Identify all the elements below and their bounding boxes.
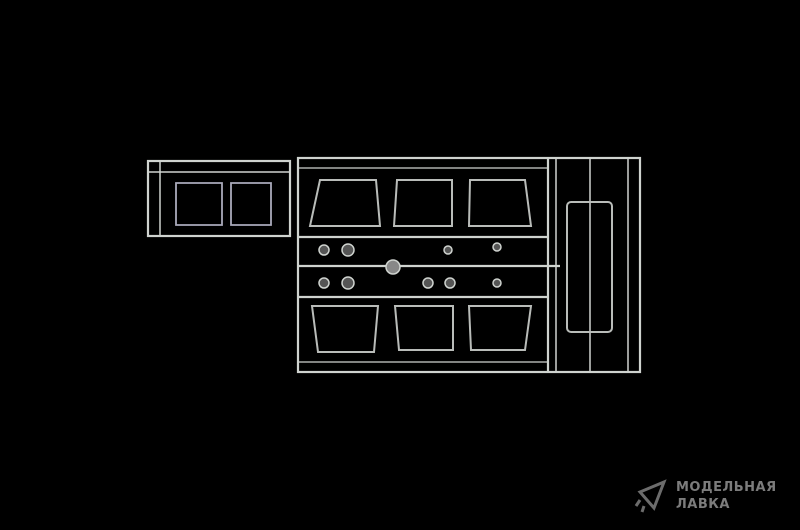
watermark-line1: МОДЕЛЬНАЯ (676, 480, 777, 495)
watermark: МОДЕЛЬНАЯ ЛАВКА (632, 478, 792, 518)
watermark-logo-icon (634, 479, 667, 513)
watermark-line2: ЛАВКА (676, 497, 730, 512)
window-parts-bottom (310, 305, 533, 353)
lens-parts (318, 242, 502, 290)
window-parts-top (308, 179, 533, 227)
main-sprue-frame (296, 156, 642, 374)
small-sprue-frame (146, 159, 292, 238)
tall-window-part (566, 201, 613, 333)
